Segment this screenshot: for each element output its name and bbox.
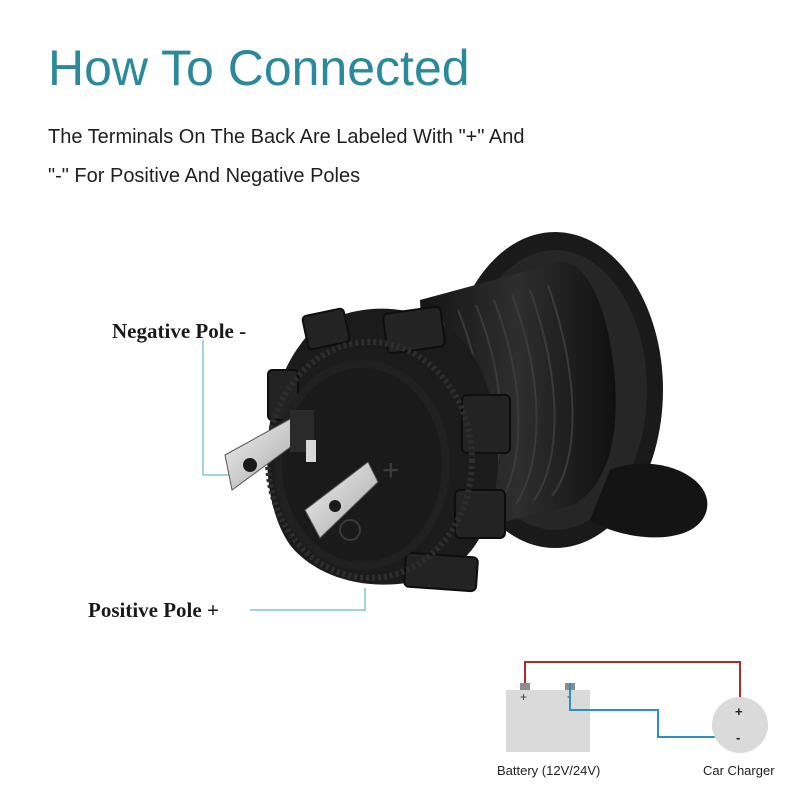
positive-leader-line: [250, 588, 366, 611]
description-line-2: "-" For Positive And Negative Poles: [48, 165, 361, 187]
negative-leader-line: [202, 340, 238, 476]
battery-plus: +: [520, 690, 527, 704]
car-charger-label: Car Charger: [703, 763, 775, 778]
car-charger-icon: [712, 697, 768, 753]
positive-wire: [524, 661, 741, 706]
positive-terminal: [304, 461, 379, 539]
negative-wire: [569, 683, 740, 738]
charger-minus: -: [736, 730, 740, 745]
negative-pole-label: Negative Pole -: [112, 319, 247, 343]
description-line-1: The Terminals On The Back Are Labeled Wi…: [48, 126, 525, 148]
battery-label: Battery (12V/24V): [497, 763, 601, 778]
page-title: How To Connected: [48, 40, 470, 96]
positive-pole-label: Positive Pole +: [88, 598, 219, 622]
plus-mark: +: [382, 454, 400, 487]
battery-icon: [506, 690, 590, 752]
charger-plus: +: [735, 704, 743, 719]
gasket-tab: [590, 463, 708, 538]
